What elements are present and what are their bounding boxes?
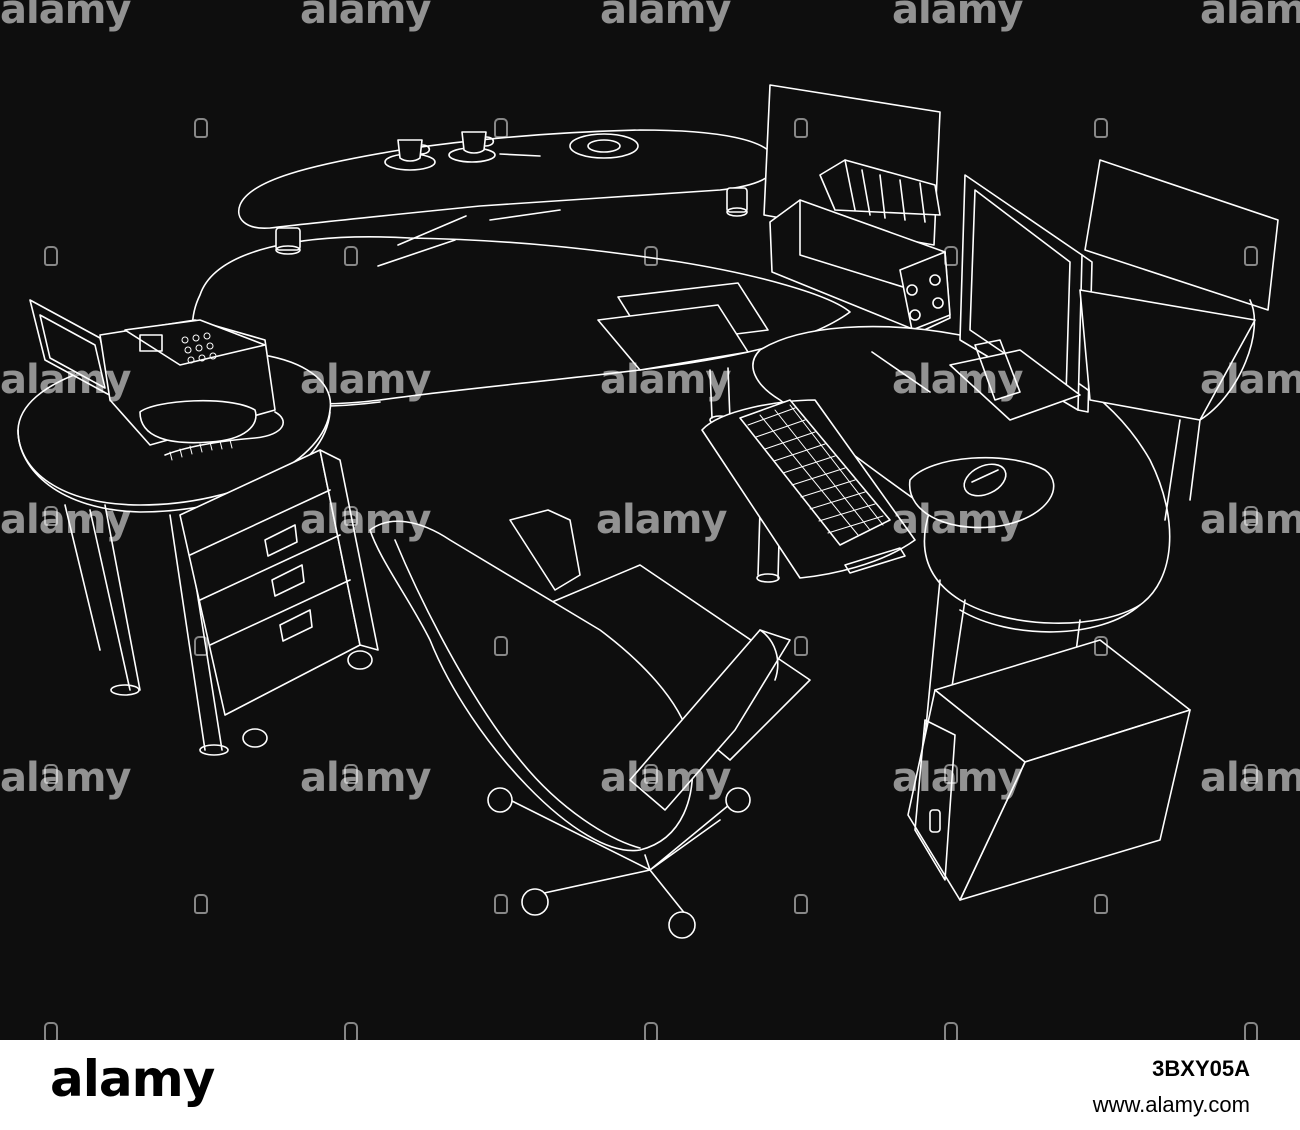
pc-tower [907, 639, 1191, 901]
keyboard-tray [701, 399, 916, 579]
watermark-icon [644, 764, 658, 784]
image-id: 3BXY05A [1152, 1056, 1250, 1081]
watermark-icon [644, 246, 658, 266]
watermark-icon [194, 894, 208, 914]
watermark-icon [44, 246, 58, 266]
alamy-logo[interactable]: alamy [50, 1050, 215, 1108]
watermark-icon [1244, 764, 1258, 784]
right-chair [1079, 159, 1279, 521]
watermark-icon [1094, 894, 1108, 914]
watermark-icon [1244, 506, 1258, 526]
image-info: 3BXY05A www.alamy.com [1093, 1056, 1250, 1118]
watermark-icon [344, 506, 358, 526]
papers [597, 282, 769, 371]
watermark-icon [1244, 1022, 1258, 1042]
watermark-icon [1094, 118, 1108, 138]
watermark-icon [194, 118, 208, 138]
watermark-icon [494, 894, 508, 914]
watermark-icon [794, 636, 808, 656]
watermark-icon [344, 246, 358, 266]
watermark-icon [494, 118, 508, 138]
mouse-pad [909, 456, 1055, 529]
office-chair [369, 509, 811, 939]
printer [769, 159, 951, 333]
fax-machine [29, 299, 284, 461]
watermark-icon [944, 246, 958, 266]
watermark-icon [944, 764, 958, 784]
stock-footer-bar: alamy 3BXY05A www.alamy.com [0, 1040, 1300, 1130]
watermark-icon [344, 1022, 358, 1042]
watermark-icon [794, 118, 808, 138]
watermark-icon [1244, 246, 1258, 266]
watermark-icon [644, 1022, 658, 1042]
monitor [949, 174, 1093, 421]
watermark-icon [44, 506, 58, 526]
site-link[interactable]: www.alamy.com [1092, 1092, 1250, 1117]
watermark-icon [1094, 636, 1108, 656]
watermark-icon [794, 894, 808, 914]
watermark-icon [194, 636, 208, 656]
desk-shelf [238, 129, 776, 267]
watermark-icon [44, 1022, 58, 1042]
watermark-icon [344, 764, 358, 784]
watermark-icon [944, 1022, 958, 1042]
watermark-icon [44, 764, 58, 784]
office-line-drawing [17, 84, 1279, 939]
watermark-icon [494, 636, 508, 656]
filing-cabinet [179, 449, 379, 748]
